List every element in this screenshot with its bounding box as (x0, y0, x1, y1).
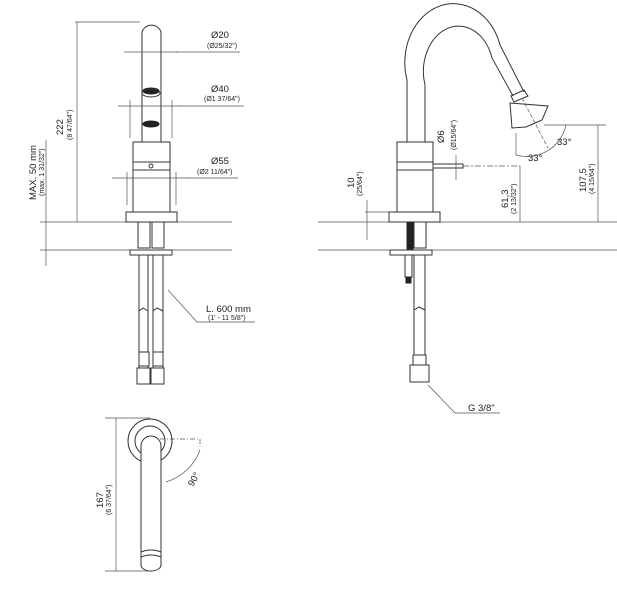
dim-body-diameter: Ø55 (211, 156, 229, 167)
dim-length: 167 (95, 492, 106, 508)
dim-lever-diameter: Ø6 (436, 130, 447, 143)
dim-height: 222 (55, 119, 66, 135)
top-view (105, 417, 201, 572)
dim-outlet-height-inch: (4 15/64") (589, 163, 596, 194)
dim-outlet-height: 107,5 (578, 168, 589, 192)
side-view-labels: Ø6 (Ø15/64") 10 (25/64") 61,3 (2 13/32")… (346, 120, 596, 414)
dim-lever-height-inch: (2 13/32") (511, 183, 518, 214)
dim-spout-diameter: Ø20 (211, 30, 229, 41)
dim-thread: G 3/8" (468, 403, 495, 414)
dim-spout-diameter-inch: (Ø25/32") (207, 43, 237, 50)
dim-max-thickness-inch: (max. 1 31/32") (39, 148, 46, 196)
dim-hose-length-inch: (1' - 11 5/8") (208, 315, 246, 322)
side-view (365, 3, 606, 414)
counter-lines (40, 221, 617, 251)
dim-height-inch: (8 47/64") (67, 109, 74, 140)
dim-lever-height: 61,3 (500, 190, 511, 209)
dim-hose-length: L. 600 mm (206, 304, 251, 315)
dim-length-inch: (6 37/64") (106, 484, 113, 515)
dim-max-thickness: MAX. 50 mm (28, 145, 39, 200)
dim-rotation: 90° (186, 470, 203, 488)
front-view (45, 21, 255, 385)
dim-base-height-inch: (25/64") (357, 171, 364, 196)
dim-ring-diameter: Ø40 (211, 84, 229, 95)
dim-base-height: 10 (346, 177, 357, 188)
dim-lever-diameter-inch: (Ø15/64") (451, 120, 458, 150)
dim-angle-1: 33° (557, 137, 572, 148)
dim-ring-diameter-inch: (Ø1 37/64") (204, 96, 240, 103)
dim-body-diameter-inch: (Ø2 11/64") (197, 169, 232, 176)
dim-angle-2: 33° (528, 153, 543, 164)
front-view-labels: Ø20 (Ø25/32") Ø40 (Ø1 37/64") Ø55 (Ø2 11… (28, 30, 251, 322)
